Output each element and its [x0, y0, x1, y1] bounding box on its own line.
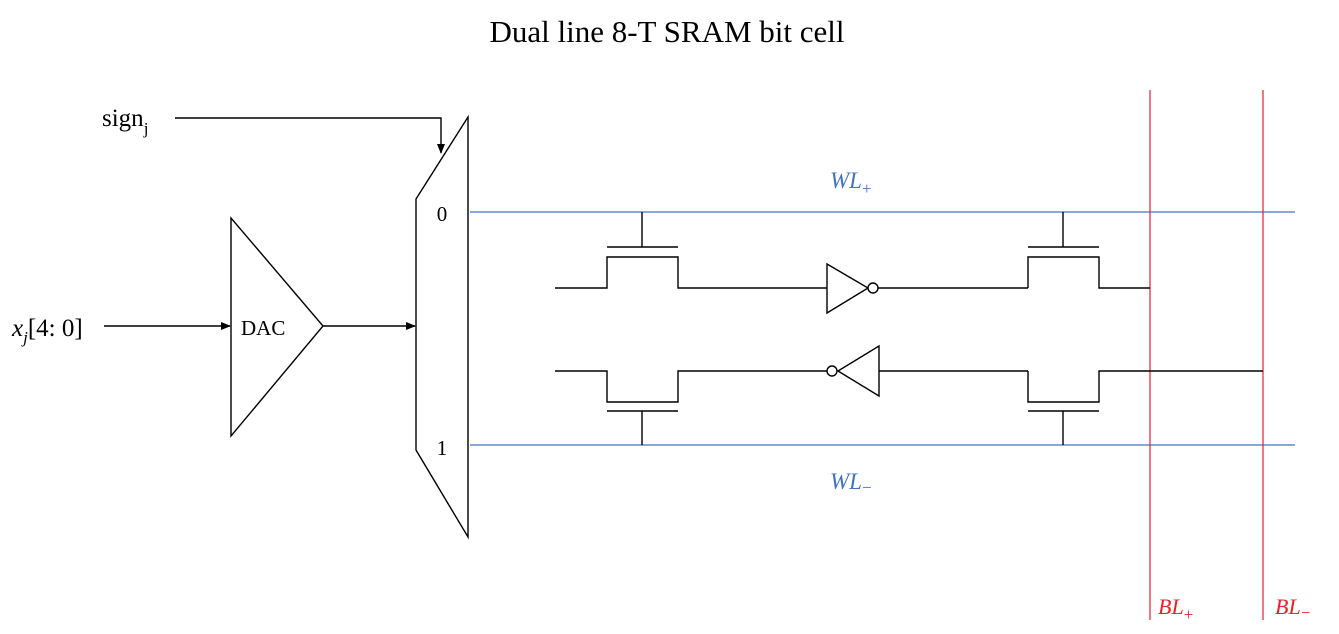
dac-triangle: [230, 216, 324, 438]
bit-line-minus-label: BL−: [1275, 594, 1310, 622]
sign-wire: [175, 117, 445, 154]
dac-block: DAC: [230, 216, 416, 438]
mux-shape: [415, 114, 469, 540]
word-line-minus-label: WL−: [830, 469, 872, 497]
inverter-top: [826, 262, 1028, 315]
sign-label: signj: [102, 105, 148, 138]
transistor-bottom-left: [555, 370, 827, 445]
transistor-bottom-right: [1027, 370, 1263, 445]
sign-input: signj: [102, 105, 445, 154]
x-label: xj[4: 0]: [11, 315, 83, 347]
mux-block: 0 1: [415, 114, 469, 540]
bit-line-plus-label: BL+: [1158, 594, 1193, 624]
transistor-top-left: [555, 212, 827, 289]
x-input: xj[4: 0]: [11, 315, 231, 347]
dac-label: DAC: [241, 316, 285, 340]
diagram-title: Dual line 8-T SRAM bit cell: [489, 14, 844, 49]
mux-input-1-label: 1: [437, 436, 448, 460]
mux-input-0-label: 0: [437, 202, 448, 226]
word-line-plus-label: WL+: [830, 168, 872, 198]
transistor-top-right: [1027, 212, 1150, 289]
inverter-bottom: [826, 344, 1028, 398]
